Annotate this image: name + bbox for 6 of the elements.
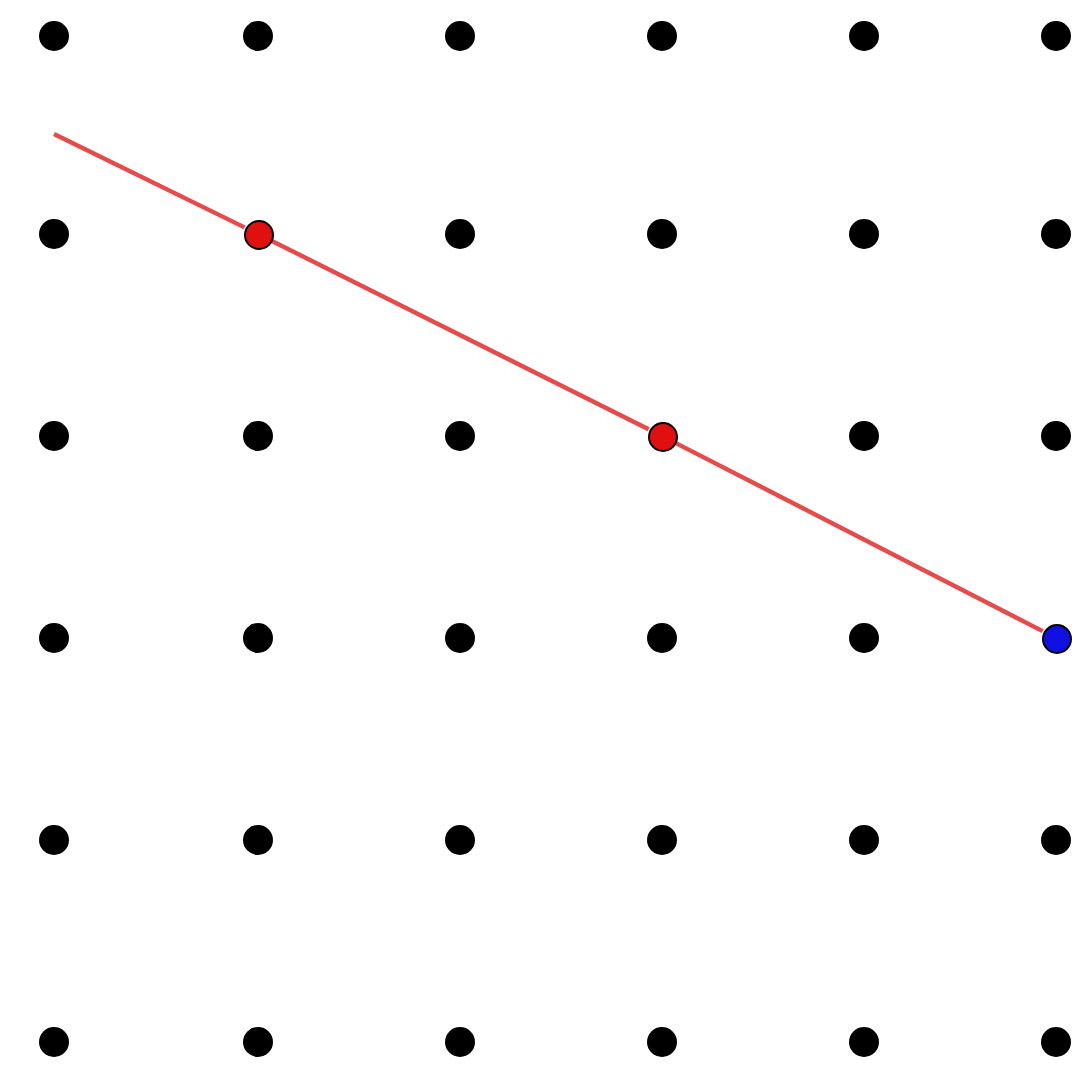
point xyxy=(1041,623,1071,653)
line-segment xyxy=(270,238,650,432)
line-segment xyxy=(674,440,1044,634)
point xyxy=(647,421,677,451)
line-segment xyxy=(53,132,246,230)
point xyxy=(243,219,273,249)
